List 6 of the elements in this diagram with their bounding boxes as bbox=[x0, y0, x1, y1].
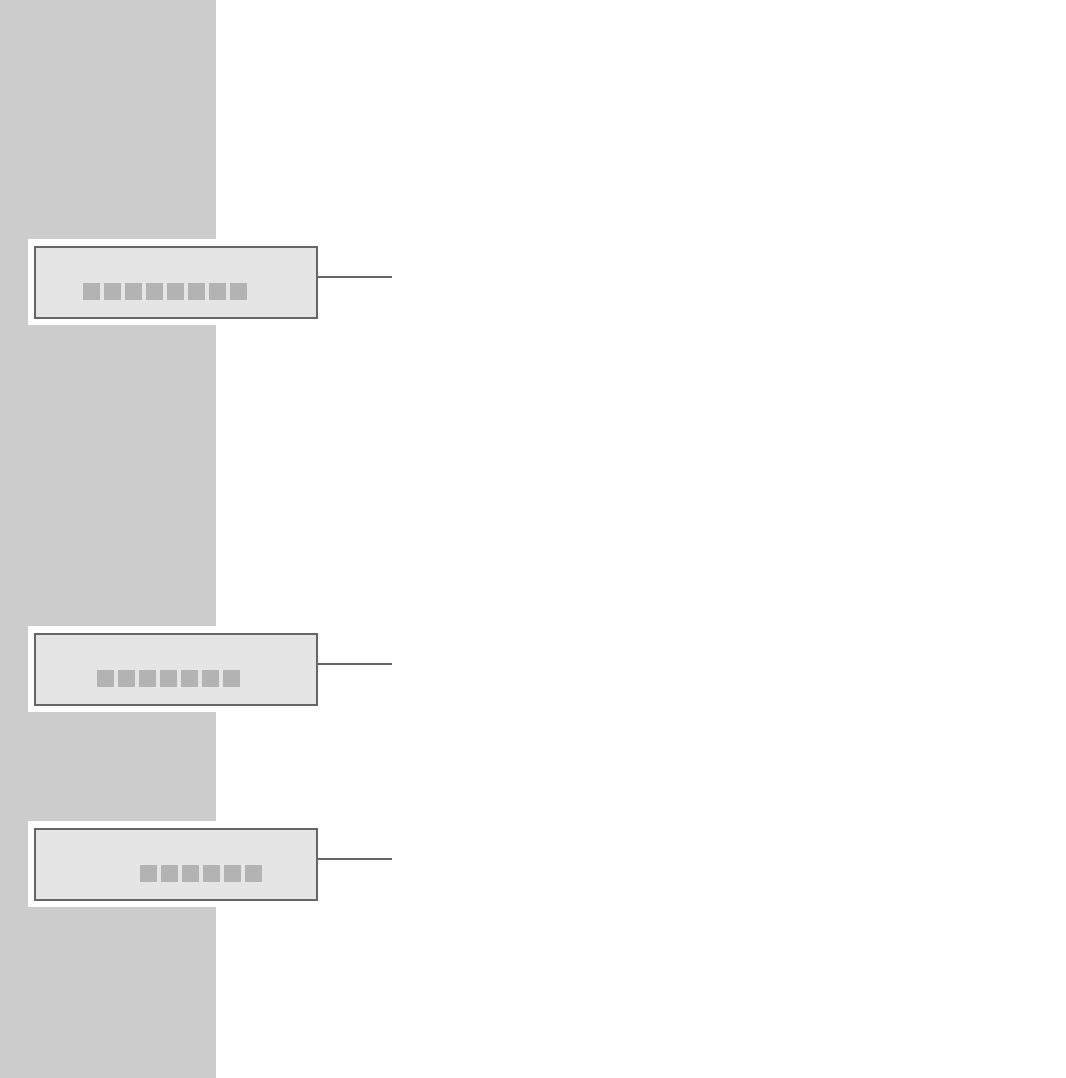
display-box bbox=[34, 828, 318, 901]
leader-line bbox=[317, 663, 393, 665]
leader-line bbox=[317, 858, 393, 860]
display-box bbox=[34, 633, 318, 706]
leader-line bbox=[317, 276, 393, 278]
display-box bbox=[34, 246, 318, 319]
